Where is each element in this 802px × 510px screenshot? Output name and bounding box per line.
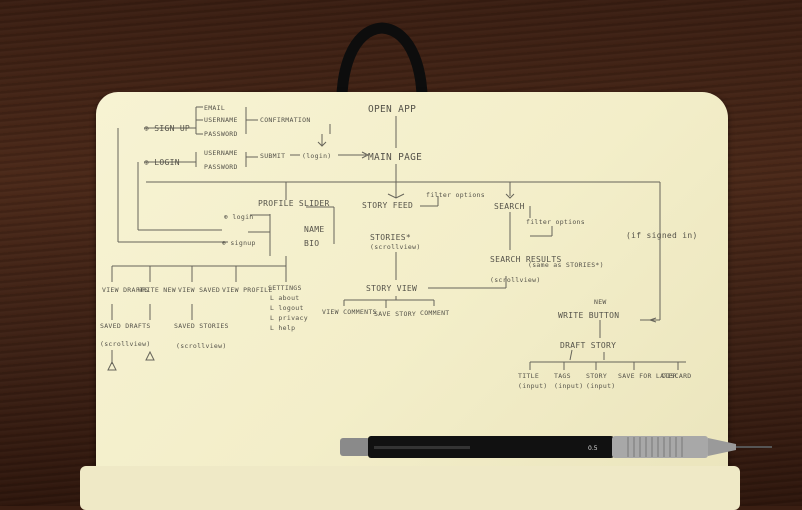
username-label: USERNAME [204, 116, 238, 124]
signup-small-label: ⊕ signup [222, 239, 256, 247]
notebook-page [96, 92, 728, 478]
comment-label: COMMENT [420, 309, 450, 317]
open-app-label: OPEN APP [368, 104, 416, 115]
search-label: SEARCH [494, 202, 525, 211]
bio-label: BIO [304, 239, 319, 248]
sketch-lines [111, 106, 686, 370]
story-feed-label: STORY FEED [362, 201, 413, 210]
settings-item-privacy: L privacy [270, 314, 308, 322]
settings-label: SETTINGS [268, 284, 302, 292]
sign-up-label: ⊕ SIGN UP [144, 124, 190, 133]
settings-item-help: L help [270, 324, 295, 332]
story-label: STORY [586, 372, 607, 380]
stories-label: STORIES* [370, 233, 411, 242]
confirmation-label: CONFIRMATION [260, 116, 311, 124]
title-label: TITLE [518, 372, 539, 380]
email-label: EMAIL [204, 104, 225, 112]
search-results-scrollview-label: (scrollview) [490, 276, 541, 284]
saved-drafts-label: SAVED DRAFTS [100, 322, 151, 330]
mechanical-pencil: 0.5 [340, 436, 772, 458]
saved-drafts-scrollview-label: (scrollview) [100, 340, 151, 348]
profile-slider-label: PROFILE SLIDER [258, 199, 330, 208]
same-as-stories-label: (same as STORIES*) [528, 261, 604, 269]
draft-story-label: DRAFT STORY [560, 341, 616, 350]
write-new-label: WRITE NEW [138, 286, 176, 294]
login-label: ⊕ LOGIN [144, 158, 180, 167]
view-comments-label: VIEW COMMENTS [322, 308, 377, 316]
settings-item-logout: L logout [270, 304, 304, 312]
discard-label: DISCARD [662, 372, 692, 380]
save-for-later-label: SAVE FOR LATER [618, 372, 677, 380]
filter-options-feed-label: filter options [426, 191, 485, 199]
password-label: PASSWORD [204, 130, 238, 138]
save-story-label: SAVE STORY [374, 310, 416, 318]
tags-input-label: (input) [554, 382, 584, 390]
login-paren-label: (login) [302, 152, 332, 160]
filter-options-search-label: filter options [526, 218, 585, 226]
submit-label: SUBMIT [260, 152, 285, 160]
view-profile-label: VIEW PROFILE [222, 286, 273, 294]
title-input-label: (input) [518, 382, 548, 390]
arrow-marks [107, 141, 657, 371]
tags-label: TAGS [554, 372, 571, 380]
view-saved-label: VIEW SAVED [178, 286, 220, 294]
pen-size-label: 0.5 [588, 445, 598, 452]
bookmark-ribbon [336, 22, 428, 111]
new-label: NEW [594, 298, 607, 306]
saved-stories-scrollview-label: (scrollview) [176, 342, 227, 350]
login-username-label: USERNAME [204, 149, 238, 157]
login-password-label: PASSWORD [204, 163, 238, 171]
search-results-label: SEARCH RESULTS [490, 255, 562, 264]
view-drafts-label: VIEW DRAFTS [102, 286, 148, 294]
notebook-lower-page [80, 466, 740, 510]
login-small-label: ⊕ login [224, 213, 254, 221]
saved-stories-label: SAVED STORIES [174, 322, 229, 330]
story-input-label: (input) [586, 382, 616, 390]
if-signed-in-label: (if signed in) [626, 231, 698, 240]
write-button-label: WRITE BUTTON [558, 311, 619, 320]
settings-item-about: L about [270, 294, 300, 302]
name-label: NAME [304, 225, 324, 234]
main-page-label: MAIN PAGE [368, 152, 422, 163]
story-view-label: STORY VIEW [366, 284, 417, 293]
stories-scrollview-label: (scrollview) [370, 243, 421, 251]
